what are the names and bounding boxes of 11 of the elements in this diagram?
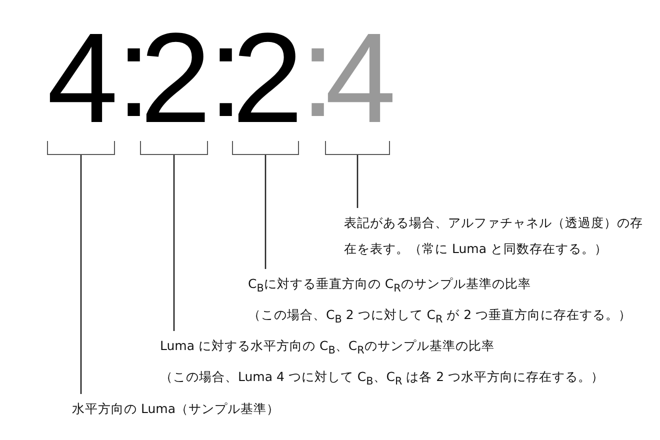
leader-line (264, 155, 266, 269)
annotation-text: 水平方向の Luma（サンプル基準） (72, 400, 280, 418)
annotation-text: C$_{B}$に対する垂直方向の C$_{R}$のサンプル基準の比率 (248, 275, 532, 296)
annotation-text: （この場合、C$_{B}$ 2 つに対して C$_{R}$ が 2 つ垂直方向に存在する。） (248, 306, 633, 327)
annotation-text: （この場合、Luma 4 つに対して C$_{B}$、C$_{R}$ は各 2 つ水平方向に存在する。） (160, 368, 606, 389)
leader-line (173, 155, 175, 331)
annotation-text: 表記がある場合、アルファチャネル（透過度）の存在を表す。（常に Luma と同数存在する。） (344, 214, 644, 258)
ratio-digit: 4 (47, 20, 115, 138)
leader-line (356, 155, 358, 208)
annotation-text: Luma に対する水平方向の C$_{B}$、C$_{R}$のサンプル基準の比率 (160, 337, 496, 358)
leader-line (80, 155, 82, 394)
